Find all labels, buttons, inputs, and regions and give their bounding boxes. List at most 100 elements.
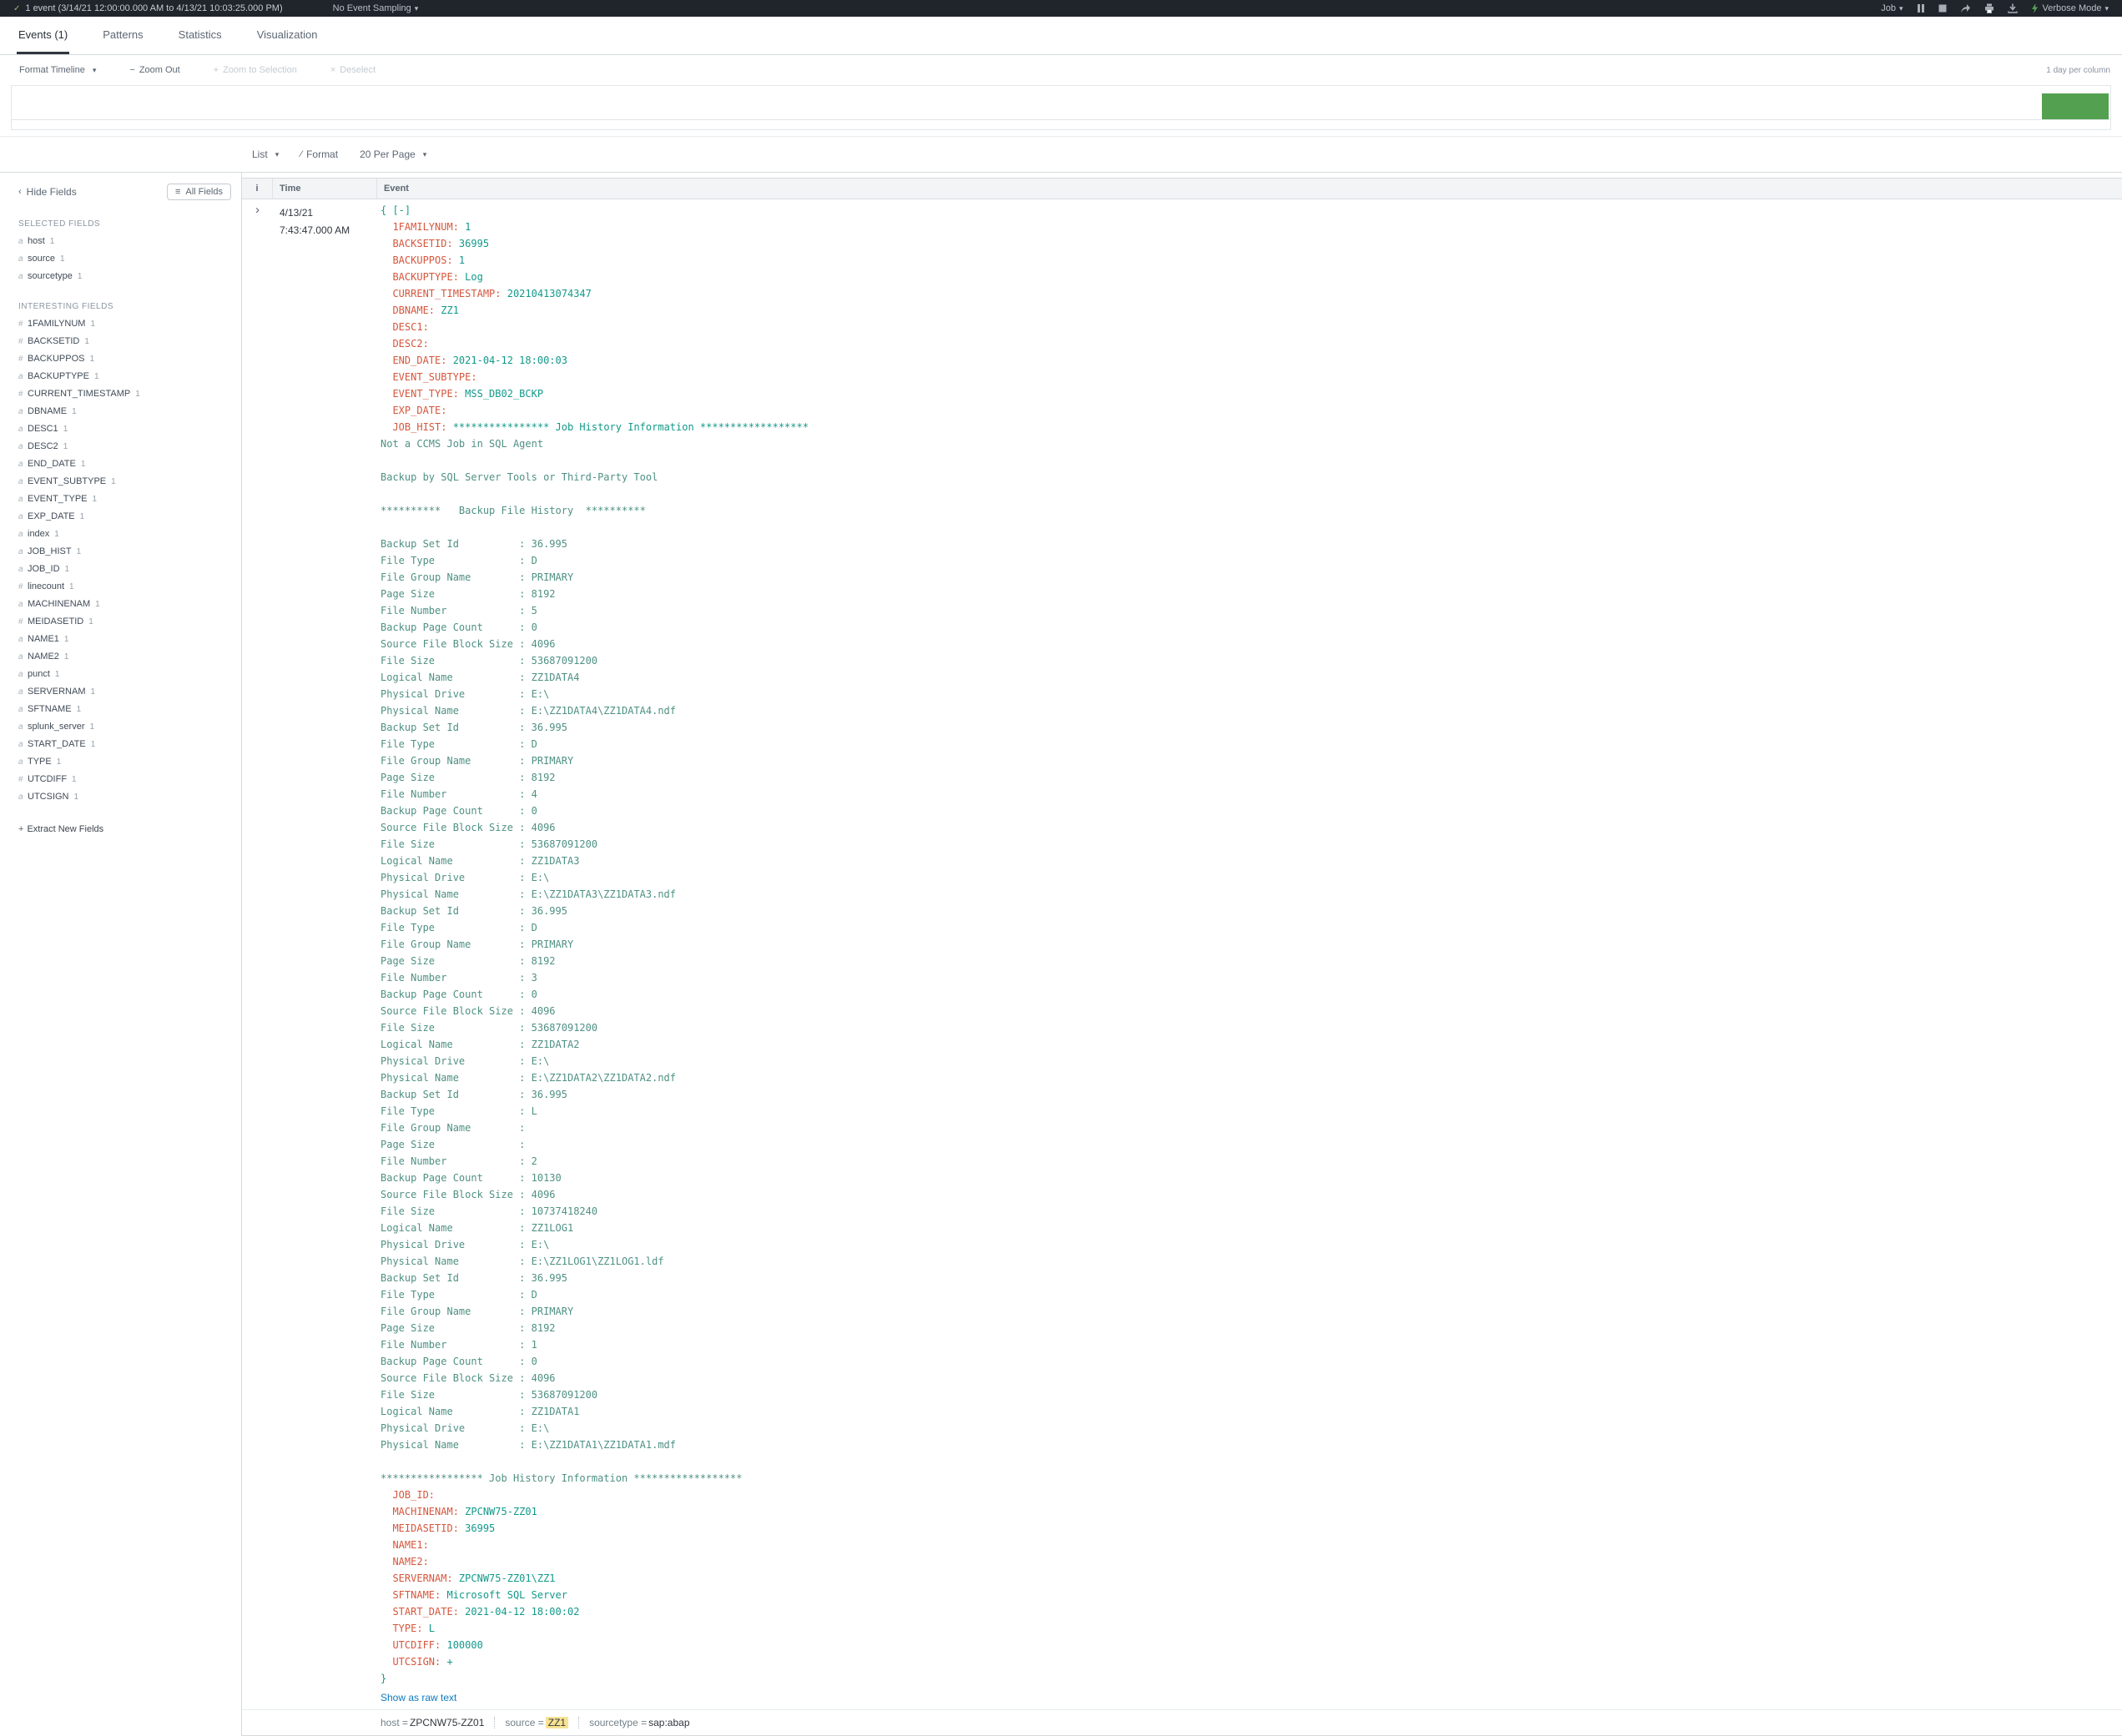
event-raw-text: Page Size : 8192: [381, 955, 556, 967]
field-name: DBNAME: [28, 406, 68, 416]
events-table-header: i Time Event: [242, 178, 2122, 199]
timeline-event-bar[interactable]: [2042, 93, 2109, 119]
caret-down-icon: ▾: [275, 149, 280, 159]
event-raw-line: Physical Name : E:\ZZ1DATA2\ZZ1DATA2.ndf: [381, 1069, 2122, 1086]
show-as-raw-text-link[interactable]: Show as raw text: [381, 1692, 457, 1703]
tab-patterns[interactable]: Patterns: [103, 28, 144, 41]
event-field-line: CURRENT_TIMESTAMP: 20210413074347: [381, 285, 2122, 302]
event-raw-line: File Size : 53687091200: [381, 1019, 2122, 1036]
deselect-button[interactable]: × Deselect: [330, 65, 376, 75]
field-count: 1: [63, 425, 68, 434]
tab-events-1[interactable]: Events (1): [17, 17, 70, 54]
event-sampling-dropdown[interactable]: No Event Sampling ▾: [333, 3, 419, 13]
zoom-to-selection-button[interactable]: + Zoom to Selection: [214, 65, 297, 75]
close-brace: }: [381, 1673, 387, 1684]
event-raw-line: [381, 452, 2122, 469]
stop-icon[interactable]: [1938, 3, 1947, 13]
search-mode-dropdown[interactable]: Verbose Mode ▾: [2031, 3, 2109, 13]
event-field-value: L: [428, 1623, 436, 1634]
footer-value: sap:abap: [648, 1717, 690, 1728]
field-count: 1: [72, 775, 77, 784]
print-icon[interactable]: [1984, 3, 1994, 13]
field-count: 1: [92, 495, 98, 504]
event-raw-line: Page Size : 8192: [381, 586, 2122, 602]
field-type-indicator: a: [18, 757, 23, 767]
col-header-event: Event: [384, 184, 409, 194]
expand-event-chevron-icon[interactable]: ›: [255, 203, 260, 217]
event-field-key: TYPE:: [381, 1623, 429, 1634]
share-icon[interactable]: [1960, 3, 1971, 13]
event-raw-text: Physical Drive : E:\: [381, 872, 550, 883]
field-count: 1: [56, 757, 62, 767]
all-fields-button[interactable]: ≡ All Fields: [166, 184, 231, 200]
list-view-dropdown[interactable]: List ▾: [252, 148, 279, 160]
event-raw-text: Page Size : 8192: [381, 1322, 556, 1334]
zoom-out-button[interactable]: − Zoom Out: [129, 65, 179, 75]
event-footer-source[interactable]: source = ZZ1: [505, 1717, 569, 1728]
event-raw-text: File Size : 53687091200: [381, 655, 598, 667]
field-name: source: [28, 254, 56, 264]
collapse-toggle[interactable]: [-]: [392, 204, 411, 216]
event-raw-text: Page Size : 8192: [381, 588, 556, 600]
event-footer-sourcetype[interactable]: sourcetype = sap:abap: [589, 1717, 689, 1728]
tab-statistics[interactable]: Statistics: [178, 28, 222, 41]
field-name: UTCDIFF: [28, 774, 68, 784]
tab-visualization[interactable]: Visualization: [256, 28, 318, 41]
field-count: 1: [69, 582, 74, 591]
event-field-key: JOB_ID:: [381, 1489, 441, 1501]
field-count: 1: [135, 390, 140, 399]
field-type-indicator: a: [18, 237, 23, 246]
field-name: splunk_server: [28, 722, 85, 732]
event-raw-line: ********** Backup File History *********…: [381, 502, 2122, 519]
extract-new-fields-link[interactable]: +Extract New Fields: [18, 824, 241, 834]
event-raw-line: Page Size : 8192: [381, 953, 2122, 969]
hide-fields-button[interactable]: ‹ Hide Fields: [18, 186, 77, 198]
event-footer-host[interactable]: host = ZPCNW75-ZZ01: [381, 1717, 484, 1728]
format-timeline-dropdown[interactable]: Format Timeline ▾: [19, 65, 96, 75]
event-field-key: BACKUPPOS:: [381, 254, 459, 266]
event-raw-text: Backup Page Count : 0: [381, 989, 537, 1000]
events-table: i Time Event › 4/13/21 7:43:47.000 AM { …: [242, 173, 2122, 1736]
event-raw-line: Source File Block Size : 4096: [381, 1186, 2122, 1203]
export-icon[interactable]: [2007, 3, 2018, 13]
selected-fields-header: SELECTED FIELDS: [18, 219, 101, 229]
col-header-time[interactable]: Time: [273, 179, 377, 199]
event-raw-text: Source File Block Size : 4096: [381, 1005, 556, 1017]
pause-icon[interactable]: [1917, 3, 1925, 13]
timeline-chart[interactable]: [11, 85, 2111, 130]
job-menu[interactable]: Job ▾: [1881, 3, 1903, 13]
format-results-dropdown[interactable]: ⁄ Format: [300, 148, 338, 160]
per-page-dropdown[interactable]: 20 Per Page ▾: [360, 148, 426, 160]
